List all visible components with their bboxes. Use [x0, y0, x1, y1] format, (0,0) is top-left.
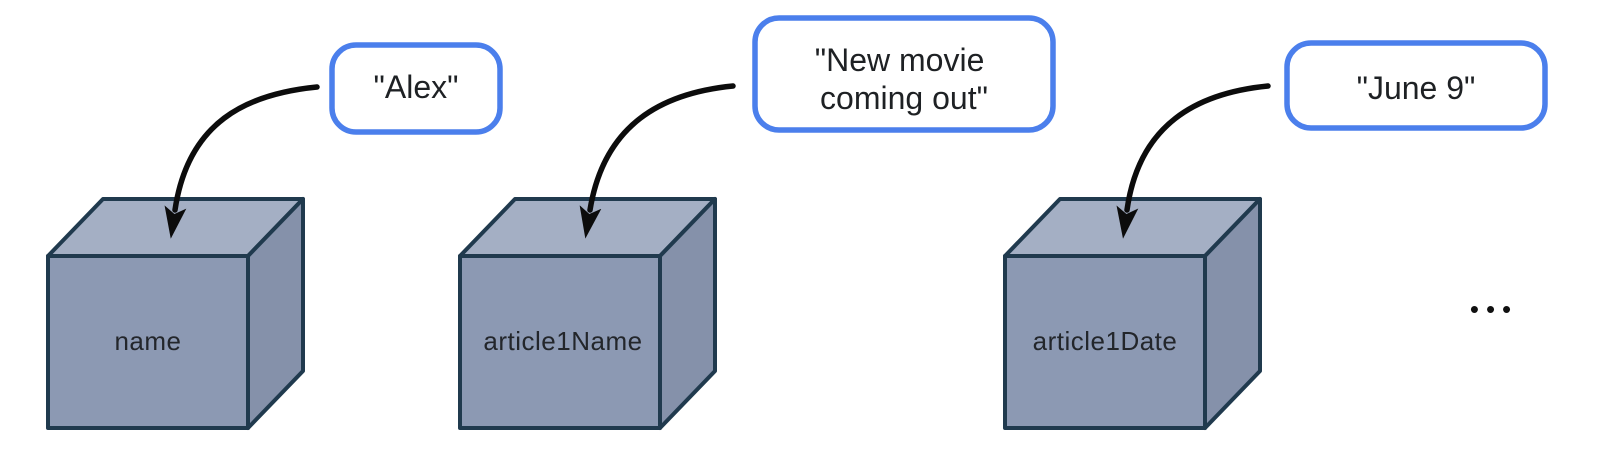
value-bubble-new-movie-line2: coming out" — [820, 80, 988, 116]
value-bubble-new-movie-line1: "New movie — [815, 42, 985, 78]
value-bubble-june9-text: "June 9" — [1357, 70, 1476, 106]
value-bubble-new-movie: "New movie coming out" — [752, 15, 1056, 133]
arrow-to-article1date-cube-icon — [1116, 83, 1271, 239]
value-bubble-alex: "Alex" — [329, 42, 503, 135]
cube-article1name-label: article1Name — [483, 326, 642, 356]
arrow-to-name-cube-icon — [164, 84, 320, 239]
cube-article1name-front-face — [458, 254, 662, 430]
value-bubble-june9-border — [1284, 40, 1548, 131]
cube-article1date-label: article1Date — [1033, 326, 1178, 356]
value-bubble-june9: "June 9" — [1284, 40, 1548, 131]
ellipsis: ••• — [1470, 294, 1518, 324]
cube-article1name: article1Name — [458, 197, 717, 430]
cube-article1date-front-face — [1003, 254, 1207, 430]
cube-name-label: name — [114, 326, 181, 356]
cube-article1date: article1Date — [1003, 197, 1262, 430]
arrow-to-article1name-cube-icon — [579, 83, 736, 239]
value-bubble-new-movie-border — [752, 15, 1056, 133]
value-bubble-alex-border — [329, 42, 503, 135]
value-bubble-new-movie-text: "New movie coming out" — [815, 42, 994, 116]
value-bubble-alex-text: "Alex" — [374, 69, 459, 105]
cube-name-front-face — [46, 254, 250, 430]
variable-group-name: name "Alex" — [46, 42, 503, 430]
variable-group-article1date: article1Date "June 9" — [1003, 40, 1548, 430]
cube-name: name — [46, 197, 305, 430]
variable-group-article1name: article1Name "New movie coming out" — [458, 15, 1056, 430]
